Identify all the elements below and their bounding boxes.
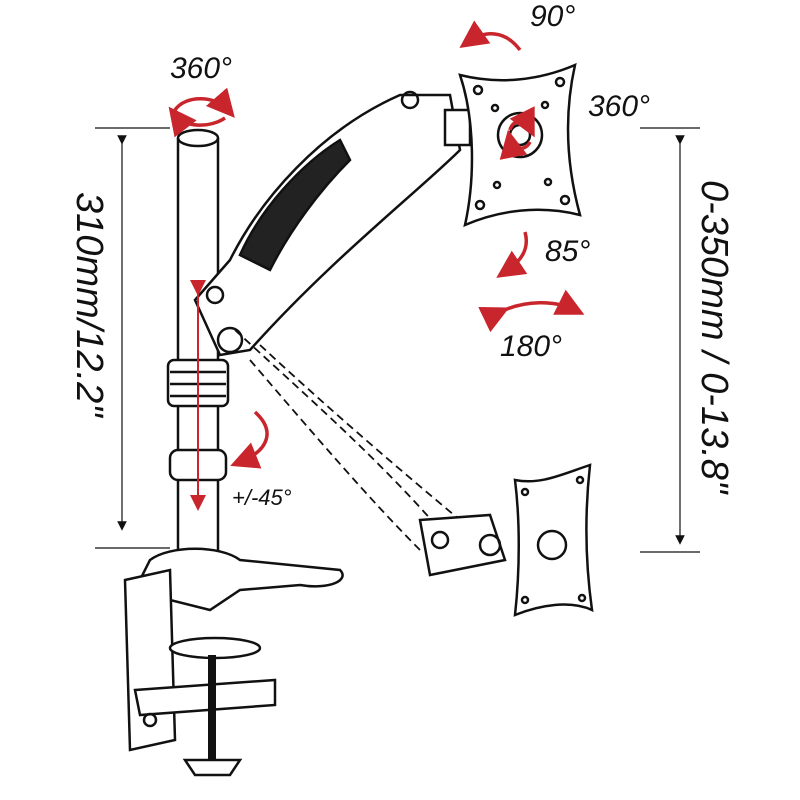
tilt-label: 90° (530, 0, 576, 33)
lowered-arm (234, 329, 461, 551)
vesa-plate-top (458, 62, 582, 228)
arm-swivel-label: +/-45° (232, 485, 292, 510)
vesa-plate-bottom (513, 463, 594, 617)
tilt-down-label: 85° (545, 235, 591, 268)
desk-clamp (123, 547, 344, 777)
swivel-arrow (478, 289, 585, 333)
tilt-arrow (459, 20, 522, 52)
height-range-label: 0-350mm / 0-13.8" (693, 180, 735, 494)
arm-swivel-arrow (230, 410, 269, 469)
pole-height-label: 310mm/12.2" (68, 192, 110, 417)
plate-rotation-label: 360° (588, 90, 651, 123)
gas-spring-arm (193, 90, 472, 357)
pole-height-dimension (95, 127, 170, 549)
pole-rotation-label: 360° (170, 52, 233, 85)
swivel-label: 180° (500, 330, 563, 363)
plate-rotation-arrow (508, 106, 535, 138)
pole-rotation-arrow (173, 87, 235, 118)
height-range-dimension (640, 127, 700, 553)
tilt-down-arrow (496, 231, 528, 278)
lower-joint (418, 513, 507, 577)
